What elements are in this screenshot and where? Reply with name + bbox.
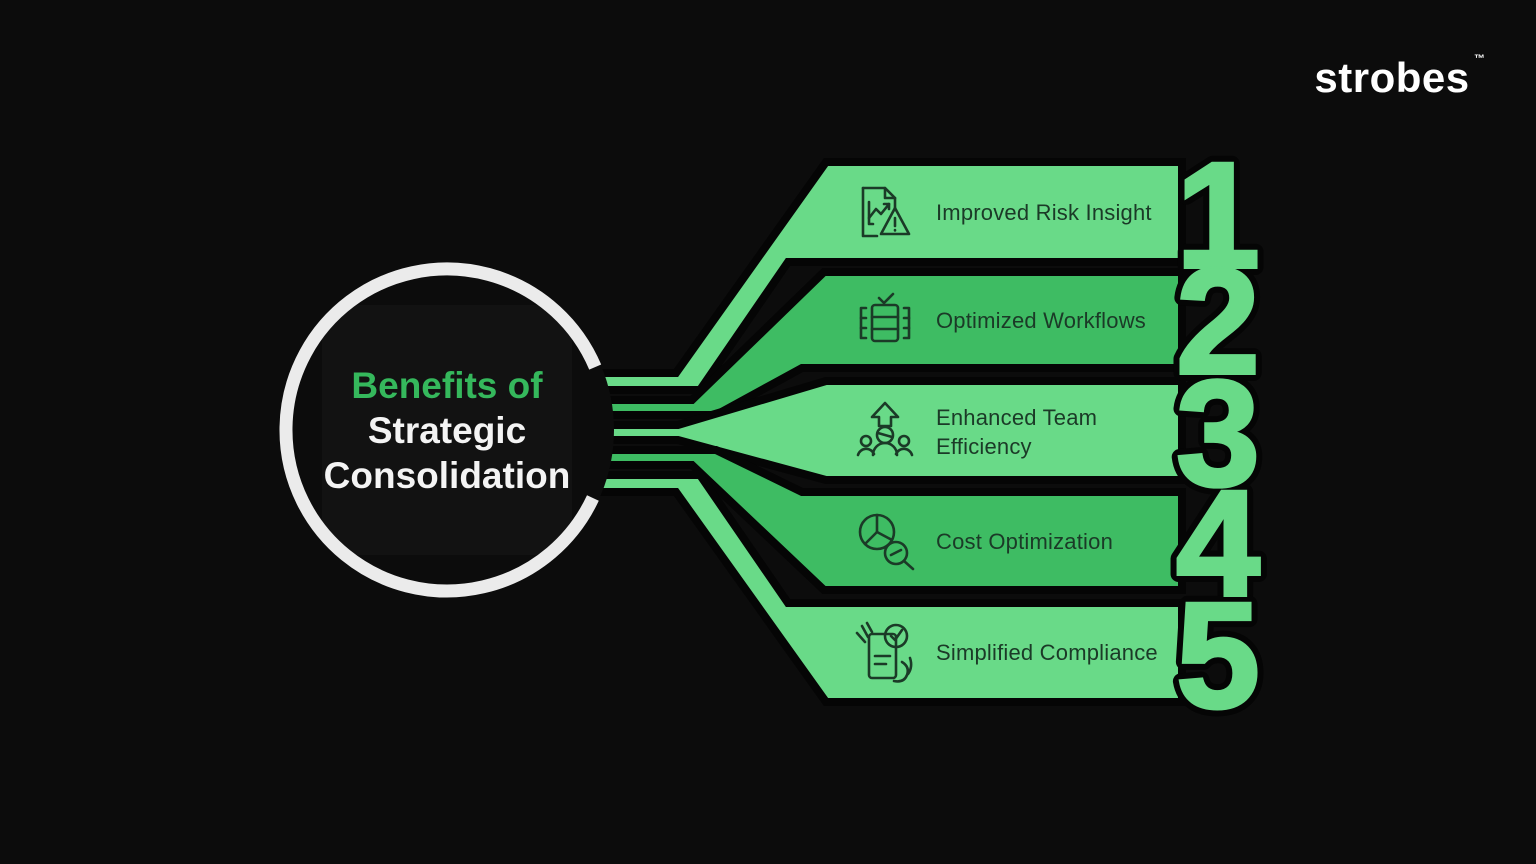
- step-number-outline: 5: [1176, 571, 1259, 739]
- hub-ring: [279, 262, 602, 598]
- document-risk-chart-icon: [861, 186, 911, 238]
- step-number-outline: 4: [1176, 459, 1259, 627]
- banner-label-3-line2: Efficiency: [936, 434, 1032, 459]
- brand-trademark: ™: [1474, 53, 1485, 65]
- compliance-checklist-icon: [855, 621, 913, 683]
- hub-title-line2: Strategic: [368, 410, 526, 451]
- team-growth-icon: [856, 401, 914, 457]
- banner-label-1: Improved Risk Insight: [936, 200, 1152, 225]
- step-numbers: 1 2 3 4 5 1 2 3 4 5: [1168, 123, 1267, 747]
- step-number-outline: 2: [1176, 237, 1259, 405]
- hub-title-line3: Consolidation: [324, 455, 571, 496]
- banner-labels: Improved Risk Insight Optimized Workflow…: [936, 200, 1158, 665]
- step-number-5: 5: [1176, 571, 1259, 739]
- hub-title: Benefits of Strategic Consolidation: [324, 365, 571, 496]
- checklist-table-icon: [859, 292, 911, 343]
- banner-label-3-line1: Enhanced Team: [936, 405, 1097, 430]
- hub-inner-shade: [322, 305, 572, 555]
- step-number-2: 2: [1176, 237, 1259, 405]
- step-number-3: 3: [1176, 349, 1259, 517]
- benefit-ribbons: [554, 158, 1186, 706]
- step-number-1: 1: [1176, 131, 1259, 299]
- brand-logo: strobes ™: [1314, 53, 1485, 101]
- brand-logo-text: strobes: [1314, 54, 1469, 101]
- banner-label-2: Optimized Workflows: [936, 308, 1146, 333]
- banner-label-4: Cost Optimization: [936, 529, 1113, 554]
- pie-chart-magnifier-icon: [858, 513, 915, 571]
- step-number-outline: 3: [1176, 349, 1259, 517]
- hub-title-accent: Benefits of: [351, 365, 543, 406]
- banner-label-5: Simplified Compliance: [936, 640, 1158, 665]
- step-number-fills: 1 2 3 4 5: [1174, 129, 1261, 741]
- step-number-outline: 1: [1176, 131, 1259, 299]
- step-number-4: 4: [1176, 459, 1259, 627]
